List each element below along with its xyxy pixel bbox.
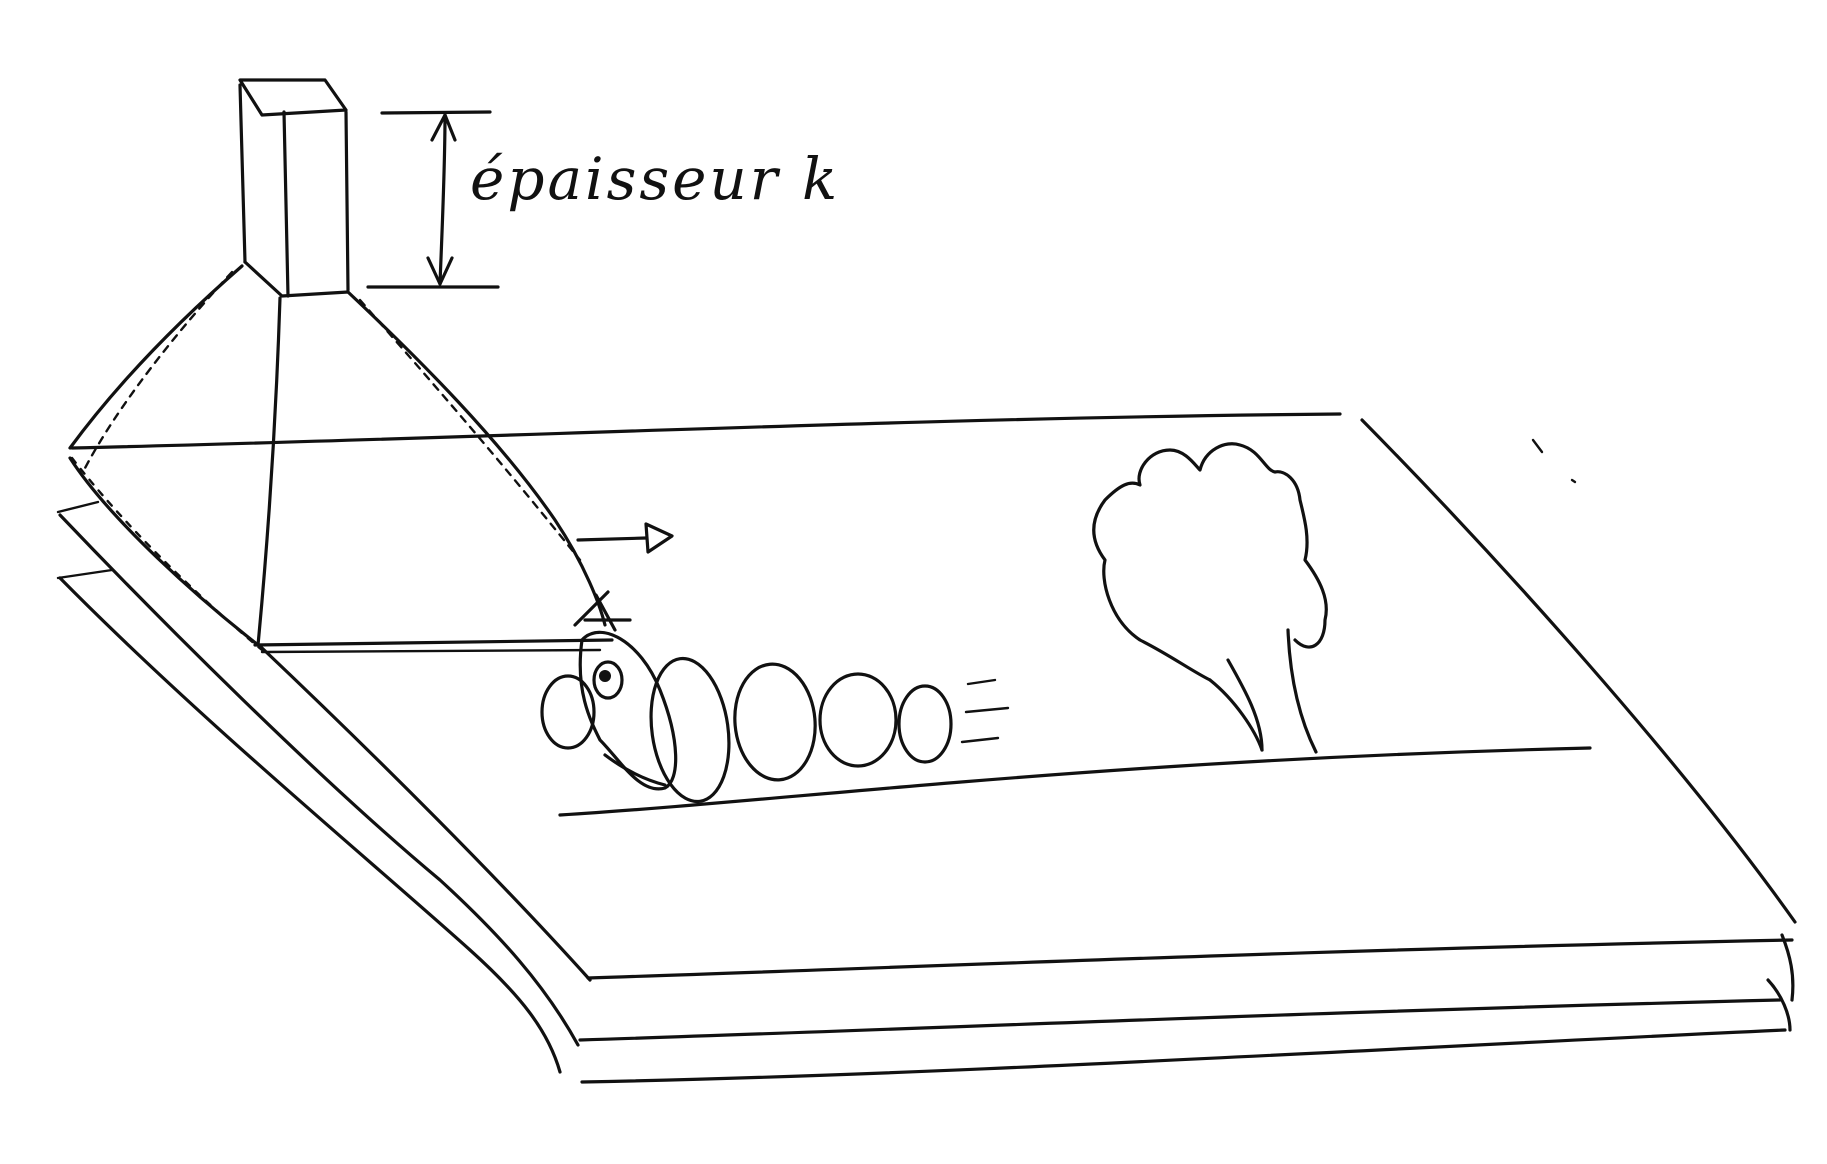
funnel-right-edge — [348, 292, 605, 625]
caterpillar — [542, 632, 1008, 806]
chimney-middle-edge — [284, 112, 288, 296]
ground-line — [560, 748, 1590, 815]
slab-layer-2-left — [60, 515, 578, 1045]
caterpillar-motion-lines — [962, 680, 1008, 742]
slab-right-edge — [1362, 420, 1795, 922]
chimney-bottom — [245, 262, 348, 296]
caterpillar-segment-2 — [730, 661, 820, 784]
funnel-inner-left-dashed — [84, 272, 232, 470]
slab-left-tick-2 — [58, 570, 112, 578]
stray-mark-2 — [1572, 480, 1575, 482]
slab-left-top-edge — [70, 458, 590, 980]
dimension-top-line — [382, 112, 490, 113]
chimney-top — [240, 80, 346, 115]
caterpillar-pupil — [599, 670, 611, 682]
dimension-vertical — [440, 115, 445, 284]
slab-left-tick-1 — [58, 502, 98, 512]
funnel-front-edge-dashed — [72, 458, 262, 650]
funnel-bottom-edge-double — [262, 650, 600, 652]
tree-canopy — [1094, 444, 1327, 680]
direction-arrow-shaft — [578, 538, 646, 540]
slab-back-edge — [72, 414, 1340, 448]
chimney-right-edge — [346, 112, 348, 290]
slab-front-top-edge — [588, 940, 1792, 978]
tree — [1094, 444, 1327, 752]
caterpillar-segment-4 — [899, 686, 951, 762]
direction-arrow-head — [646, 524, 672, 552]
chimney-left-edge — [240, 85, 245, 262]
slab-layer-2-front — [580, 1000, 1780, 1040]
thickness-label: épaisseur k — [470, 150, 840, 208]
caterpillar-mouth — [605, 755, 665, 785]
funnel-front-left-edge — [258, 298, 280, 645]
slab-right-corner — [1768, 935, 1793, 1030]
slab-layer-3-front — [582, 1030, 1785, 1082]
stray-mark-1 — [1533, 440, 1542, 452]
funnel-inner-right-dashed — [360, 300, 580, 560]
direction-arrow — [578, 524, 672, 552]
funnel-bottom-edge — [255, 640, 612, 645]
funnel-left-edge — [70, 266, 242, 448]
caterpillar-segment-3 — [820, 674, 896, 766]
